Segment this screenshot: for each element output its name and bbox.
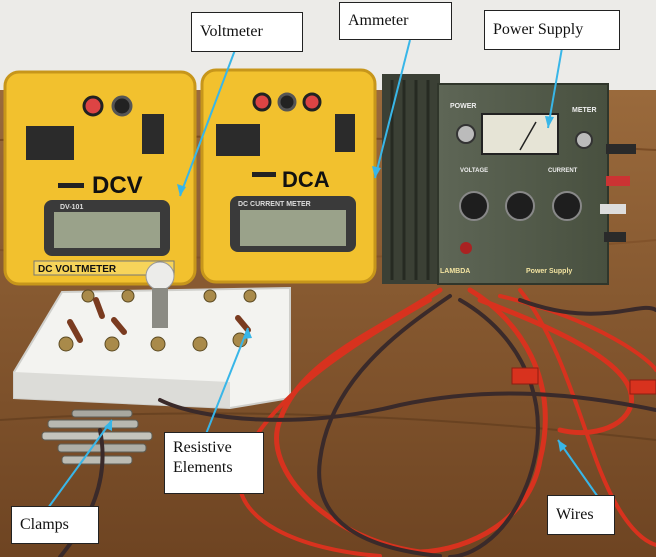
ps-power-switch (456, 124, 476, 144)
wires (58, 287, 656, 557)
callout-lines (47, 39, 599, 509)
resistive-elements-label: Resistive Elements (164, 432, 264, 494)
ammeter-face-text: DCA (282, 167, 330, 192)
ps-current-knob (552, 191, 582, 221)
clamps-label: Clamps (11, 506, 99, 544)
ps-power-text: POWER (450, 103, 476, 110)
ammeter-device: DCA DC CURRENT METER (200, 68, 377, 284)
ps-meter-switch (575, 131, 593, 149)
ps-badge-text: Power Supply (526, 268, 572, 275)
resistive-board (13, 261, 291, 410)
voltmeter-model-text: DV-101 (60, 204, 83, 211)
ps-voltage-text: VOLTAGE (460, 168, 488, 174)
ammeter-label: Ammeter (339, 2, 452, 40)
voltmeter-face-text: DCV (92, 172, 143, 199)
ps-indicator-light (460, 242, 472, 254)
voltmeter-band-text: DC VOLTMETER (38, 264, 117, 275)
power-supply-device: POWER METER VOLTAGE CURRENT LAMBDA Power… (382, 74, 636, 285)
ps-meter-text: METER (572, 107, 597, 114)
ps-voltage-knob (459, 191, 489, 221)
ps-current-text: CURRENT (548, 168, 578, 174)
voltmeter-device: DCV DV-101 DC VOLTMETER (3, 70, 197, 286)
wires-label: Wires (547, 495, 615, 535)
ammeter-band-text: DC CURRENT METER (238, 201, 311, 208)
voltmeter-label: Voltmeter (191, 12, 303, 52)
ps-voltage-fine-knob (505, 191, 535, 221)
ps-brand-text: LAMBDA (440, 268, 470, 275)
power-supply-label: Power Supply (484, 10, 620, 50)
